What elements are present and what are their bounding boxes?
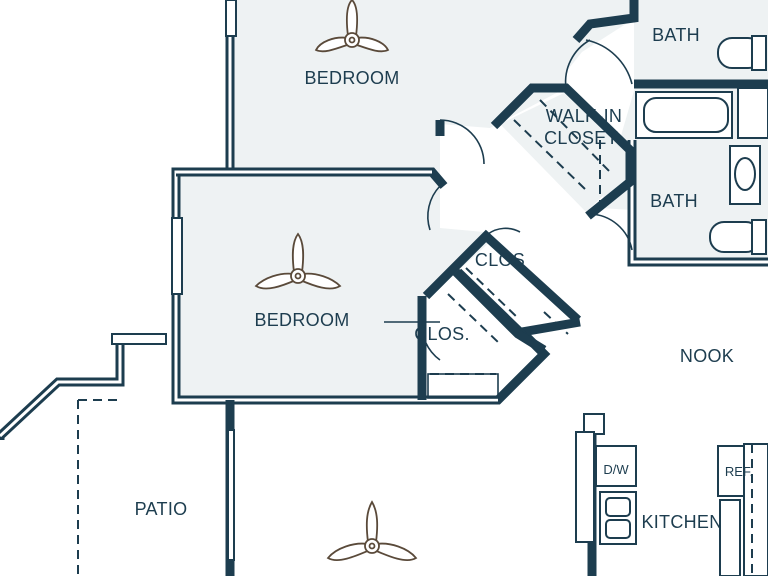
label-kitchen: KITCHEN xyxy=(641,512,722,532)
bath-fixtures xyxy=(635,35,768,255)
door-swings xyxy=(384,39,633,361)
label-bedroom-mid: BEDROOM xyxy=(254,310,349,330)
label-clos-upper: CLOS xyxy=(475,250,525,270)
door-swing-icon xyxy=(439,119,485,165)
label-bath-top: BATH xyxy=(652,25,700,45)
windows xyxy=(111,0,237,561)
ceiling-fan-icon xyxy=(314,0,390,53)
ceiling-fan-icon xyxy=(254,232,342,290)
label-dishwasher: D/W xyxy=(603,462,629,477)
room-labels: BEDROOM BATH WALK-IN CLOSET BATH BEDROOM… xyxy=(135,25,754,532)
label-refrigerator: REF. xyxy=(725,464,753,479)
closet-shelves xyxy=(77,99,611,576)
label-walkin-1: WALK-IN xyxy=(546,106,622,126)
label-walkin-2: CLOSET xyxy=(544,128,618,148)
kitchen-fixtures xyxy=(575,413,768,576)
ceiling-fan-icon xyxy=(326,500,418,562)
label-bedroom-top: BEDROOM xyxy=(304,68,399,88)
label-bath-mid: BATH xyxy=(650,191,698,211)
dishwasher-box xyxy=(595,445,637,487)
label-nook: NOOK xyxy=(680,346,734,366)
label-patio: PATIO xyxy=(135,499,188,519)
label-clos-lower: CLOS. xyxy=(414,324,470,344)
